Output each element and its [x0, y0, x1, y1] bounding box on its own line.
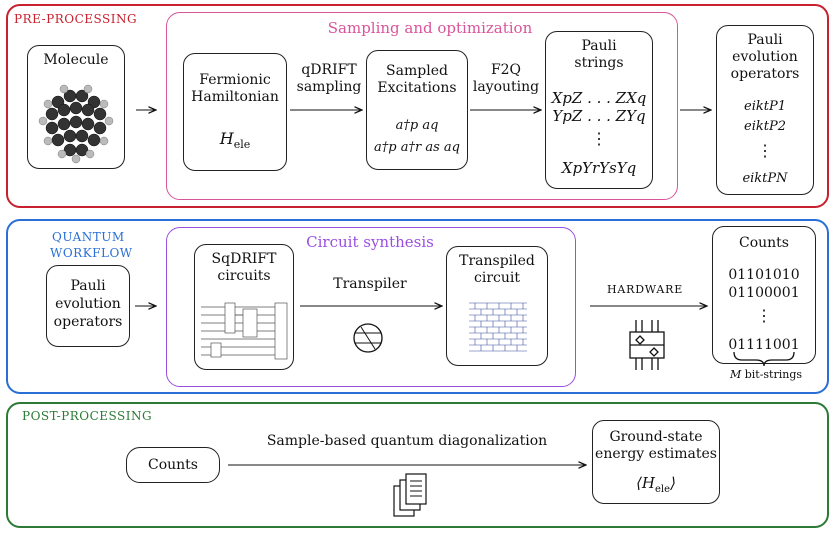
circuit-diagram-icon: [201, 302, 288, 360]
transpiled-circuit-icon: [469, 302, 527, 352]
post-processing-tag: POST-PROCESSING: [22, 409, 153, 423]
evo-op-2: eiktP2: [744, 119, 786, 134]
circuit-synthesis-title: Circuit synthesis: [306, 233, 434, 251]
bit-string-3: 01111001: [728, 337, 800, 353]
evo-line1: Pauli: [747, 32, 783, 48]
molecule-icon: [38, 84, 114, 164]
transpiled-line2: circuit: [474, 270, 520, 286]
evo-line2: evolution: [732, 49, 798, 65]
evo-op-dots: ⋮: [757, 141, 773, 160]
circuit-synthesis-group: [166, 227, 576, 387]
pauli-string-dots: ⋮: [591, 129, 607, 148]
hardware-label: HARDWARE: [606, 283, 684, 296]
f2q-line2: layouting: [472, 79, 540, 95]
counts-box: Counts 01101010 01100001 ⋮ 01111001: [712, 226, 816, 364]
molecule-label: Molecule: [43, 52, 109, 68]
sqdrift-line1: SqDRIFT: [211, 251, 277, 267]
pauli-strings-line1: Pauli: [581, 38, 617, 54]
workflow-tag: WORKFLOW: [50, 246, 133, 260]
pauli-evo-line3: operators: [53, 314, 123, 330]
qdrift-line2: sampling: [296, 79, 362, 95]
molecule-box: Molecule: [27, 45, 125, 169]
ground-line2: energy estimates: [595, 446, 717, 462]
pauli-evo-line2: evolution: [55, 296, 121, 312]
transpiled-line1: Transpiled: [459, 253, 535, 269]
h-ele-symbol: Hele: [219, 129, 251, 152]
bit-string-2: 01100001: [728, 285, 800, 301]
pauli-strings-line2: strings: [574, 55, 624, 71]
ground-line1: Ground-state: [609, 429, 703, 445]
ground-state-box: Ground-state energy estimates ⟨Hele⟩: [592, 420, 720, 504]
bit-string-1: 01101010: [728, 267, 800, 283]
pauli-evolution-box: Pauli evolution operators: [46, 265, 130, 347]
excitation-2: a†p a†r as aq: [374, 140, 460, 155]
post-counts-box: Counts: [126, 447, 220, 483]
pre-processing-tag: PRE-PROCESSING: [14, 12, 138, 26]
evo-op-3: eiktPN: [742, 171, 788, 186]
fermionic-hamiltonian-box: Fermionic Hamiltonian Hele: [183, 53, 287, 171]
sampling-optimization-title: Sampling and optimization: [327, 19, 533, 37]
pauli-string-3: XpYrYsYq: [561, 159, 637, 177]
excitation-1: a†p aq: [395, 118, 439, 133]
m-bit-strings-label: M bit-strings: [729, 368, 803, 381]
fermionic-line1: Fermionic: [199, 72, 271, 88]
sqdrift-circuits-box: SqDRIFT circuits: [194, 244, 294, 370]
f2q-line1: F2Q: [490, 62, 522, 78]
post-processing-panel: [6, 402, 829, 528]
evo-op-1: eiktP1: [744, 99, 786, 114]
sampled-line2: Excitations: [377, 80, 457, 96]
sqd-label: Sample-based quantum diagonalization: [266, 433, 548, 449]
quantum-tag: QUANTUM: [52, 230, 125, 244]
pauli-evo-line1: Pauli: [70, 278, 106, 294]
pre-processing-panel: [6, 4, 829, 208]
qdrift-line1: qDRIFT: [301, 62, 357, 78]
evo-line3: operators: [730, 66, 800, 82]
sampled-excitations-box: Sampled Excitations a†p aq a†p a†r as aq: [366, 50, 468, 170]
pauli-string-2: YpZ . . . ZYq: [552, 107, 646, 125]
pauli-strings-box: Pauli strings XpZ . . . ZXq YpZ . . . ZY…: [545, 31, 653, 189]
quantum-workflow-panel: [6, 219, 829, 394]
sampled-line1: Sampled: [386, 63, 448, 79]
pauli-string-1: XpZ . . . ZXq: [551, 89, 647, 107]
sampling-optimization-group: [166, 12, 678, 200]
counts-title: Counts: [739, 235, 789, 251]
bit-string-dots: ⋮: [756, 306, 772, 325]
transpiled-circuit-box: Transpiled circuit: [446, 246, 548, 366]
sqdrift-line2: circuits: [217, 268, 271, 284]
transpiler-label: Transpiler: [333, 276, 407, 292]
fermionic-line2: Hamiltonian: [191, 89, 279, 105]
expectation-value: ⟨Hele⟩: [636, 474, 676, 496]
post-counts-label: Counts: [148, 457, 198, 473]
evolution-operators-box: Pauli evolution operators eiktP1 eiktP2 …: [716, 25, 814, 195]
